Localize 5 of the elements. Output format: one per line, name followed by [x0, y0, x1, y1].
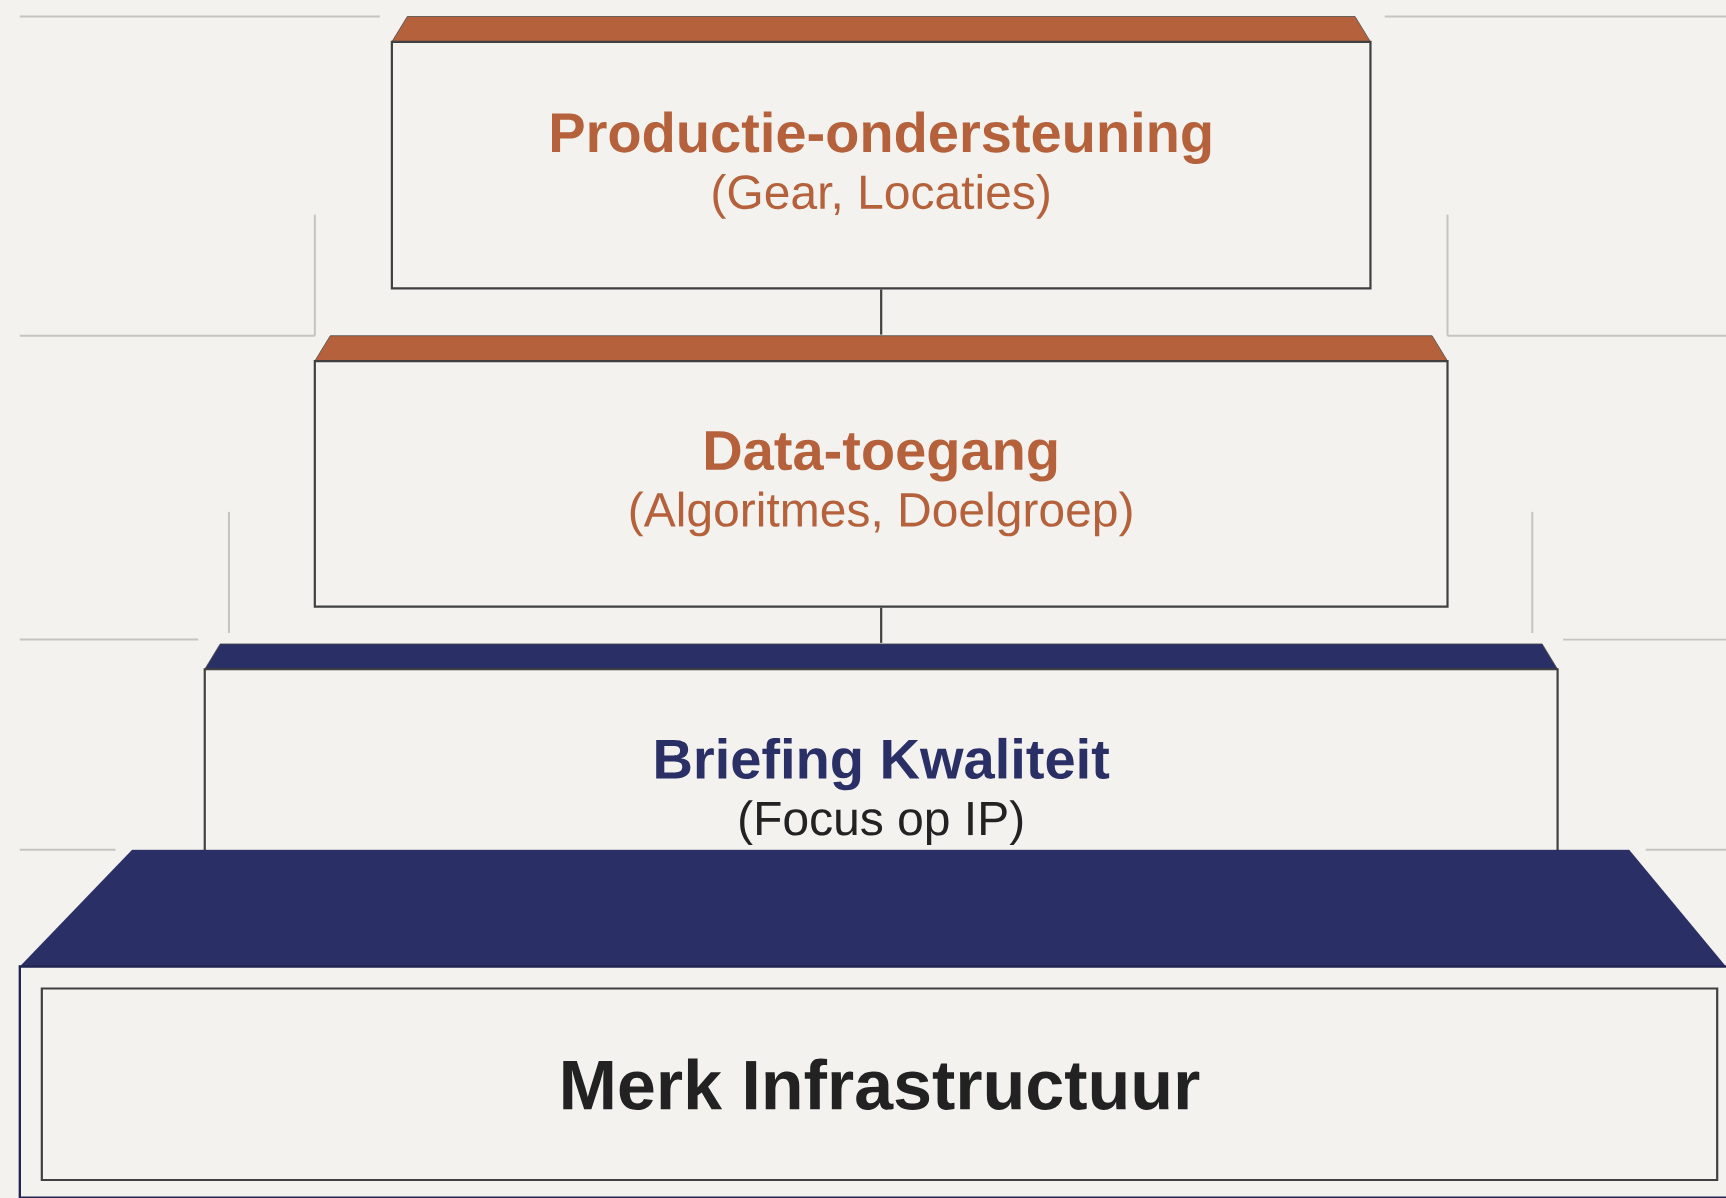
connector-line	[880, 289, 883, 335]
layer-box: Productie-ondersteuning (Gear, Locaties)	[390, 16, 1372, 290]
plinth-box: Merk Infrastructuur	[18, 849, 1726, 1198]
layer-box: Data-toegang (Algoritmes, Doelgroep)	[313, 335, 1449, 608]
connector-line	[880, 607, 883, 643]
